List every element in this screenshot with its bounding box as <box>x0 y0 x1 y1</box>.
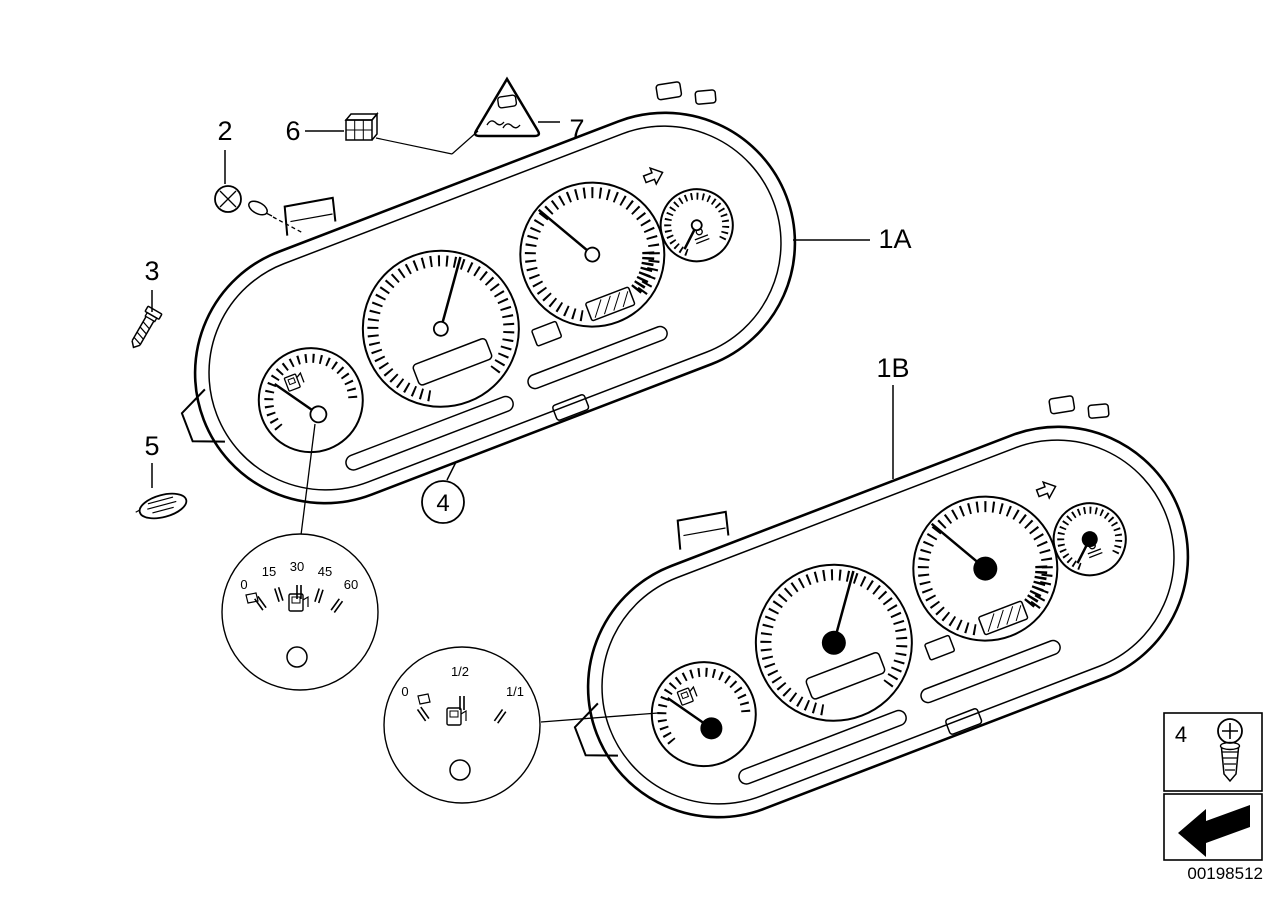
callout-1a: 1A <box>793 224 912 254</box>
esp-warning-triangle-icon <box>473 76 541 138</box>
callout-2: 2 <box>214 116 304 234</box>
fuel-tick-half: 1/2 <box>451 664 469 679</box>
legend-screw-box-frame <box>1163 712 1263 792</box>
economy-tick-30: 30 <box>290 559 304 574</box>
callout-3: 3 <box>131 256 163 349</box>
economy-detail-leader-line <box>300 423 316 536</box>
callout-4-leader-line <box>446 461 457 481</box>
low-fuel-warning-icon <box>417 693 431 705</box>
triangle-to-cluster-line <box>451 130 479 155</box>
callout-2-label: 2 <box>217 116 232 146</box>
callout-4-circle <box>421 480 465 524</box>
connector-to-cluster-line <box>375 137 453 155</box>
callout-1b: 1B <box>876 353 910 479</box>
economy-tick-45: 45 <box>318 564 332 579</box>
callout-5: 5 <box>135 431 188 520</box>
doc-number: 00198512 <box>1187 864 1263 883</box>
economy-tick-60: 60 <box>344 577 358 592</box>
cluster-1b-needle-hubs <box>700 531 1098 740</box>
fuel-detail-hub <box>449 759 471 781</box>
fuel-detail-leader-line <box>540 712 659 723</box>
cover-cap-icon <box>135 492 188 520</box>
economy-detail-circle <box>221 533 379 691</box>
direction-arrow-box <box>1163 793 1263 861</box>
economy-tick-0: 0 <box>240 577 247 592</box>
low-fuel-warning-icon <box>245 592 259 604</box>
fuel-detail-ticks <box>416 696 507 724</box>
legend-item-number: 4 <box>1175 722 1187 747</box>
fuel-pump-icon <box>288 593 309 612</box>
fuel-tick-empty: 0 <box>401 684 408 699</box>
fuel-tick-full: 1/1 <box>506 684 524 699</box>
bulb-socket-icon <box>214 185 304 234</box>
callout-7-label: 7 <box>569 114 584 144</box>
callout-1b-label: 1B <box>876 353 909 383</box>
callout-4-label: 4 <box>436 490 449 517</box>
callout-1a-label: 1A <box>878 224 911 254</box>
economy-detail-hub <box>286 646 308 668</box>
legend-screw-box: 4 <box>1163 712 1263 792</box>
callout-6: 6 <box>285 111 453 155</box>
fuel-gauge-detail: 0 1/2 1/1 <box>383 646 659 804</box>
legend-screw-icon <box>1217 718 1243 783</box>
fuel-economy-gauge-detail: 0 15 30 45 60 <box>221 423 379 691</box>
callout-5-label: 5 <box>144 431 159 461</box>
callout-3-label: 3 <box>144 256 159 286</box>
instrument-cluster-1a <box>126 37 833 547</box>
fuel-pump-icon <box>446 707 467 726</box>
connector-plug-icon <box>344 111 379 141</box>
cluster-1a-needle-hubs <box>309 219 703 424</box>
callout-6-label: 6 <box>285 116 300 146</box>
direction-arrow-icon <box>1178 805 1250 857</box>
economy-tick-15: 15 <box>262 564 276 579</box>
fuel-detail-circle <box>383 646 541 804</box>
screw-icon <box>131 305 163 349</box>
instrument-cluster-1b <box>519 351 1226 861</box>
economy-detail-ticks <box>254 585 344 613</box>
callout-7: 7 <box>451 76 585 155</box>
callout-4-circled: 4 <box>421 461 465 524</box>
